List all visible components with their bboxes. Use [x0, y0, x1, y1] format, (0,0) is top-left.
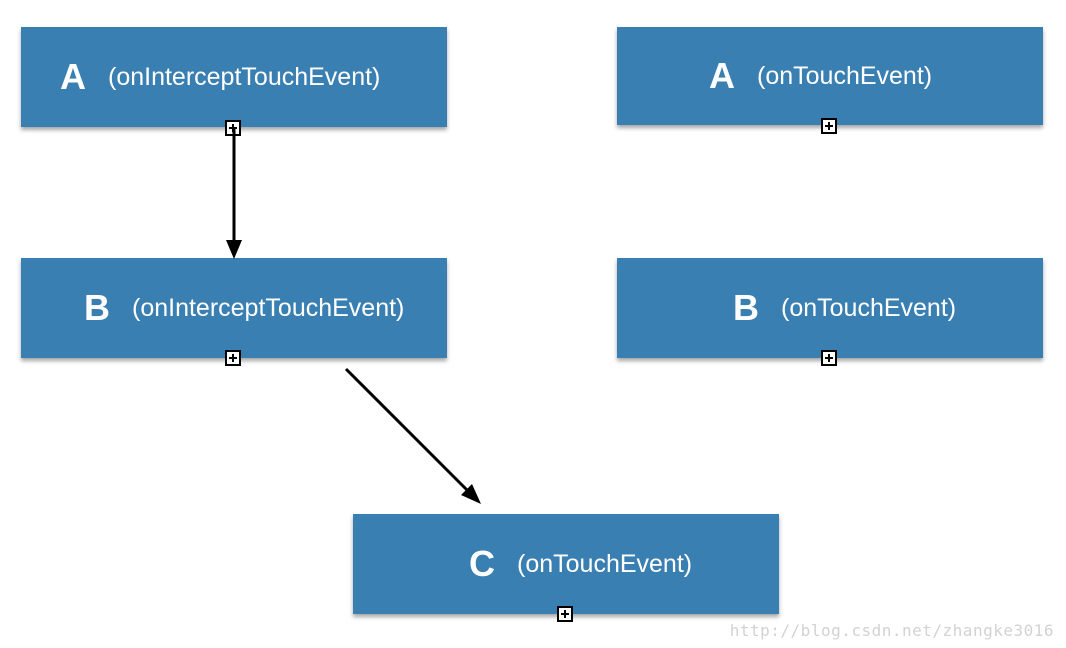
node-b-intercept-letter: B — [84, 287, 110, 328]
node-a-touch-method: (onTouchEvent) — [757, 61, 933, 90]
arrow-a-to-b[interactable] — [226, 128, 242, 259]
node-b-touch-letter: B — [733, 287, 759, 328]
node-a-intercept[interactable]: A (onInterceptTouchEvent) — [21, 27, 447, 127]
connection-handle-icon[interactable] — [821, 118, 837, 134]
node-a-touch[interactable]: A (onTouchEvent) — [617, 27, 1043, 125]
watermark-text: http://blog.csdn.net/zhangke3016 — [729, 621, 1054, 640]
node-b-intercept-method: (onInterceptTouchEvent) — [132, 293, 405, 322]
node-c-touch-method: (onTouchEvent) — [517, 549, 693, 578]
node-c-touch[interactable]: C (onTouchEvent) — [353, 514, 779, 614]
node-a-intercept-method: (onInterceptTouchEvent) — [108, 62, 381, 91]
node-c-touch-letter: C — [469, 543, 495, 584]
connection-handle-icon[interactable] — [557, 606, 573, 622]
node-b-touch[interactable]: B (onTouchEvent) — [617, 258, 1043, 358]
arrow-b-to-c[interactable] — [344, 367, 481, 504]
connection-handle-icon[interactable] — [225, 350, 241, 366]
connection-handle-icon[interactable] — [225, 120, 241, 136]
node-a-intercept-letter: A — [60, 56, 86, 97]
node-a-touch-letter: A — [709, 55, 735, 96]
node-b-touch-method: (onTouchEvent) — [781, 293, 957, 322]
connection-handle-icon[interactable] — [821, 350, 837, 366]
node-b-intercept[interactable]: B (onInterceptTouchEvent) — [21, 258, 447, 358]
